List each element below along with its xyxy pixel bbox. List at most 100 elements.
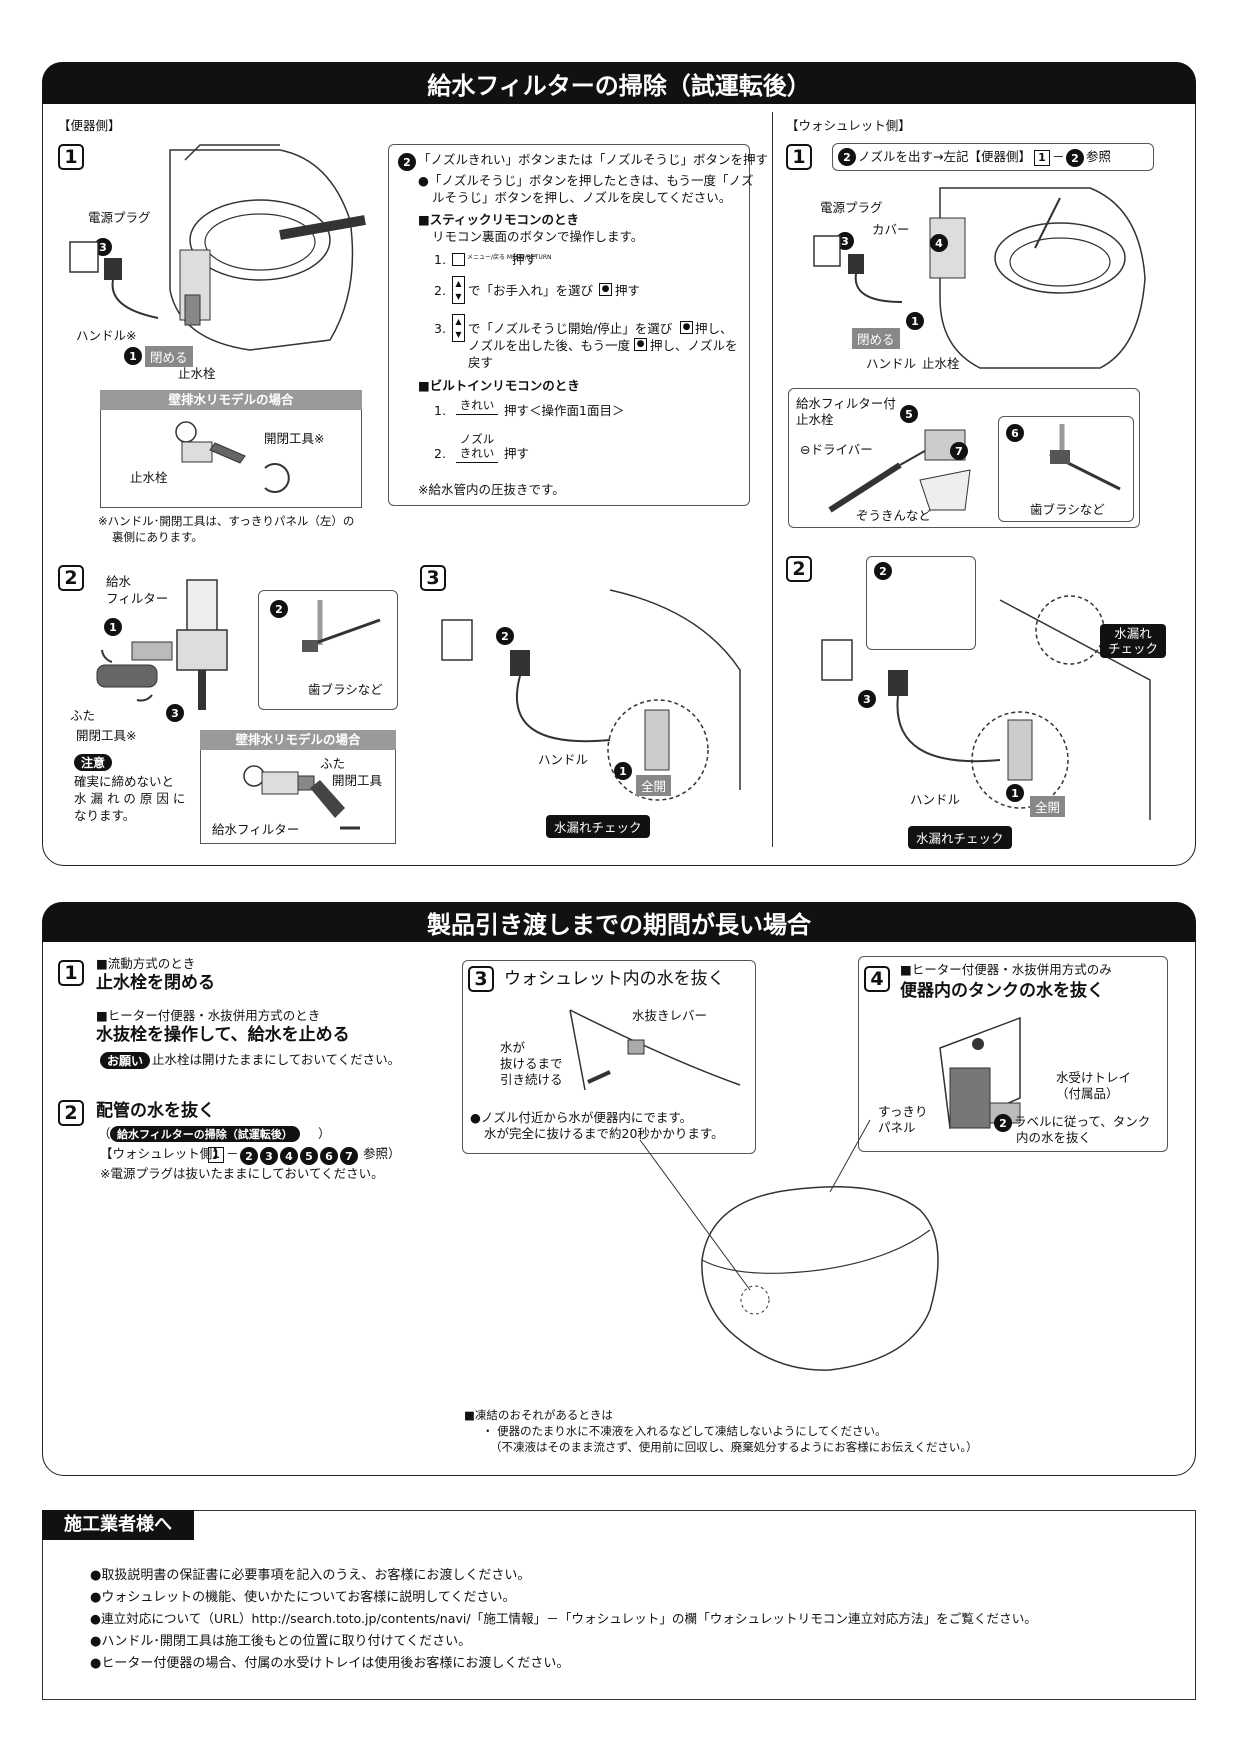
washlet-filter-valve-label-1: 給水フィルター付 <box>796 396 896 411</box>
long-s1-sub: ■流動方式のとき <box>96 956 196 971</box>
toilet-illustration <box>169 144 366 351</box>
water-line-1: 水が <box>500 1040 526 1055</box>
ref-marker-3: 3 <box>260 1147 278 1165</box>
freeze-line-2: （不凍液はそのまま流さず、使用前に回収し、廃棄処分するようにお客様にお伝えくださ… <box>490 1440 978 1454</box>
drain-lever-illustration <box>569 1009 741 1091</box>
stick-remote-head: ■スティックリモコンのとき <box>418 212 580 227</box>
stick-remote-sub: リモコン裏面のボタンで操作します。 <box>432 229 644 244</box>
ref-step-2-marker: 2 <box>1066 149 1084 167</box>
washlet-step-2-sub-marker: 2 <box>874 562 892 580</box>
pressure-note: ※給水管内の圧抜きです。 <box>418 482 565 497</box>
open-tool-label-2: 開閉工具※ <box>76 728 137 743</box>
builtin-remote-head: ■ビルトインリモコンのとき <box>418 378 580 393</box>
long-s2-ref-open: （ <box>98 1126 111 1141</box>
long-s1-big: 止水栓を閉める <box>96 973 215 993</box>
caution-line-3: なります。 <box>74 808 136 823</box>
stick-step-3-num: 3. <box>434 321 446 336</box>
installer-item-1: ●取扱説明書の保証書に必要事項を記入のうえ、お客様にお渡しください。 <box>90 1568 531 1583</box>
long-s1-note: 止水栓は開けたままにしておいてください。 <box>152 1052 401 1067</box>
tank-label-1: ラベルに従って、タンク <box>1014 1114 1151 1129</box>
step-3-badge: 3 <box>420 565 446 591</box>
long-s1-big2: 水抜栓を操作して、給水を止める <box>96 1025 350 1045</box>
driver-cloth-illustration <box>828 429 971 513</box>
washlet-step-6-marker: 6 <box>1006 424 1024 442</box>
installer-item-5: ●ヒーター付便器の場合、付属の水受けトレイは使用後お客様にお渡しください。 <box>90 1656 570 1671</box>
filter-label-2: 給水フィルター <box>212 822 300 837</box>
footnote-line-1: ※ハンドル･開閉工具は、すっきりパネル（左）の <box>98 514 355 528</box>
installer-panel <box>42 1510 1196 1700</box>
washlet-outlet-icon <box>813 235 903 303</box>
long-step-2-badge: 2 <box>58 1100 84 1126</box>
request-badge: お願い <box>100 1052 151 1069</box>
washlet-stop-valve-label: 止水栓 <box>922 356 960 371</box>
plug-step-2-marker: 2 <box>496 627 514 645</box>
power-plug-label: 電源プラグ <box>88 210 151 225</box>
long-step-4-badge: 4 <box>864 966 890 992</box>
ref-marker-7: 7 <box>340 1147 358 1165</box>
long-s4-sub: ■ヒーター付便器・水抜併用方式のみ <box>900 962 1112 977</box>
installer-item-4: ●ハンドル･開閉工具は施工後もとの位置に取り付けてください。 <box>90 1634 472 1649</box>
drain-lever-label: 水抜きレバー <box>632 1008 708 1023</box>
wall-drain-model-title-2: 壁排水リモデルの場合 <box>200 730 396 750</box>
washlet-cloth-label: ぞうきんなど <box>856 508 932 523</box>
kirei-button: きれい <box>456 398 498 415</box>
long-s2-ref-badge: 給水フィルターの掃除（試運転後） <box>110 1126 300 1142</box>
freeze-line-1: ・ 便器のたまり水に不凍液を入れるなどして凍結しないようにしてください。 <box>482 1424 887 1438</box>
footnote-line-2: 裏側にあります。 <box>112 530 203 544</box>
wall-drain-model-title: 壁排水リモデルの場合 <box>100 390 362 410</box>
installer-title: 施工業者様へ <box>42 1510 194 1540</box>
stick-step-2-num: 2. <box>434 283 446 298</box>
washlet-toilet-illustration <box>929 187 1146 369</box>
long-s4-big: 便器内のタンクの水を抜く <box>900 981 1104 1001</box>
tray-label-2: （付属品） <box>1056 1086 1119 1101</box>
stick-step-3-text-3: 戻す <box>468 355 494 370</box>
panel-label-1: すっきり <box>878 1104 928 1119</box>
washlet-step-1-marker: 1 <box>906 312 924 330</box>
washlet-step-1-text-2: 参照 <box>1086 149 1112 164</box>
washlet-step-1-badge: 1 <box>786 144 812 170</box>
stick-step-2-end: 押す <box>615 283 641 298</box>
long-s3-note-2: 水が完全に抜けるまで約20秒かかります。 <box>484 1126 724 1141</box>
washlet-leak-check-line-2: チェック <box>1108 641 1159 656</box>
menu-button-icon <box>452 253 465 266</box>
stick-step-3-text-1: で「ノズルそうじ開始/停止」を選び <box>468 321 673 336</box>
washlet-step-4-marker: 4 <box>930 234 948 252</box>
long-ref-markers: 2 3 4 5 6 7 <box>240 1147 358 1165</box>
enter-button-icon-3: ● <box>634 338 647 351</box>
handle-step-1-marker: 1 <box>614 762 632 780</box>
long-s2-ref-close: ） <box>318 1126 331 1141</box>
nozzle-button-bottom: きれい <box>456 446 498 463</box>
filter-step-3-marker: 3 <box>166 704 184 722</box>
caution-line-1: 確実に締めないと <box>74 774 175 789</box>
filter-illustration <box>96 579 228 710</box>
long-step-1-badge: 1 <box>58 960 84 986</box>
washlet-leak-illustration <box>821 595 1151 820</box>
nozzle-button-top: ノズル <box>459 432 495 446</box>
ref-step-1-box: 1 <box>1034 150 1050 166</box>
washlet-step-2-badge: 2 <box>786 556 812 582</box>
ref-marker-2: 2 <box>240 1147 258 1165</box>
section-divider <box>772 112 773 847</box>
stop-valve-label-2: 止水栓 <box>130 470 168 485</box>
long-step-3-badge: 3 <box>468 966 494 992</box>
ref-marker-6: 6 <box>320 1147 338 1165</box>
long-period-title: 製品引き渡しまでの期間が長い場合 <box>42 902 1196 942</box>
full-open-tag: 全開 <box>636 775 672 796</box>
outlet-plug-icon <box>69 241 159 319</box>
enter-button-icon-2: ● <box>680 321 693 334</box>
washlet-leak-check-pill: 水漏れチェック <box>908 826 1012 849</box>
long-s2-note: ※電源プラグは抜いたままにしておいてください。 <box>100 1166 384 1181</box>
builtin-step-2-text: 押す <box>504 446 530 461</box>
washlet-handle-step-1-marker: 1 <box>1006 784 1024 802</box>
builtin-step-1-text: 押す＜操作面1面目＞ <box>504 403 625 418</box>
close-tag: 閉める <box>145 346 193 367</box>
washlet-step-5-marker: 5 <box>900 405 918 423</box>
washlet-step-1-note <box>832 143 1154 171</box>
menu-button-caption: メニュー/戻る MENU/RETURN <box>467 254 552 261</box>
stick-step-3-text-2: ノズルを出した後、もう一度 <box>468 338 631 353</box>
open-tool-label-3: 開閉工具 <box>332 773 383 788</box>
washlet-full-open-tag: 全開 <box>1030 796 1066 817</box>
washlet-cover-label: カバー <box>872 222 910 237</box>
stick-step-1-num: 1. <box>434 252 446 267</box>
washlet-toothbrush-illustration <box>1049 424 1121 491</box>
